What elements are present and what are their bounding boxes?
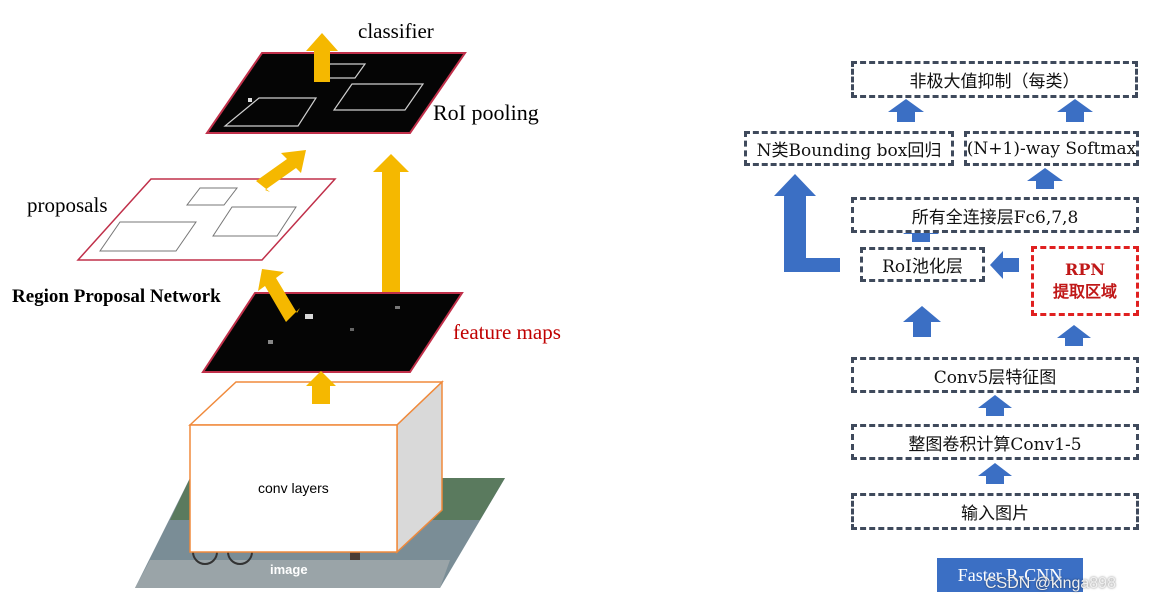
roi-pooling-plane	[205, 52, 467, 134]
arrow-input-to-conv	[978, 463, 1012, 484]
input-image-box: 输入图片	[851, 493, 1139, 530]
feature-maps-plane	[201, 292, 464, 373]
csdn-watermark: CSDN @kinga898	[985, 575, 1116, 592]
conv5-feature-map-box: Conv5层特征图	[851, 357, 1139, 393]
arrow-roi-to-classifier	[306, 33, 338, 82]
arrow-features-to-proposals	[258, 269, 300, 322]
proposals-label: proposals	[27, 193, 108, 217]
faster-rcnn-badge: Faster R-CNN	[937, 558, 1083, 592]
arrow-features-to-roi	[373, 154, 409, 292]
arrow-conv5-to-roi	[903, 306, 941, 337]
arrow-roi-to-bbox	[774, 174, 840, 272]
faster-rcnn-architecture-illustration	[76, 33, 505, 588]
conv-layers-label: conv layers	[258, 480, 329, 496]
rpn-box: RPN 提取区域	[1031, 246, 1139, 316]
rpn-box-subtitle: 提取区域	[1052, 282, 1117, 301]
arrow-softmax-to-nms	[1057, 99, 1093, 122]
arrow-fc-to-softmax	[1027, 168, 1063, 189]
arrow-proposals-to-roi	[256, 150, 306, 192]
arrow-conv5-to-rpn	[1057, 325, 1091, 346]
roi-pooling-layer-box: RoI池化层	[860, 247, 985, 282]
softmax-box: (N+1)-way Softmax	[964, 131, 1139, 166]
nms-box: 非极大值抑制（每类）	[851, 61, 1138, 98]
arrow-bbox-to-nms	[888, 99, 924, 122]
classifier-label: classifier	[358, 19, 434, 43]
feature-maps-label: feature maps	[453, 320, 561, 344]
image-label: image	[270, 562, 308, 577]
rpn-label: Region Proposal Network	[12, 286, 221, 307]
arrow-rpn-to-roi	[990, 251, 1019, 279]
conv-layers-block	[188, 380, 444, 554]
arrow-conv-to-features	[306, 371, 336, 404]
conv1-5-box: 整图卷积计算Conv1-5	[851, 424, 1139, 460]
arrow-conv-to-conv5	[978, 395, 1012, 416]
fully-connected-box: 所有全连接层Fc6,7,8	[851, 197, 1139, 233]
bbox-regression-box: N类Bounding box回归	[744, 131, 954, 166]
yellow-arrows	[256, 33, 409, 404]
rpn-box-title: RPN	[1065, 260, 1105, 279]
roi-pooling-label: RoI pooling	[433, 100, 539, 125]
